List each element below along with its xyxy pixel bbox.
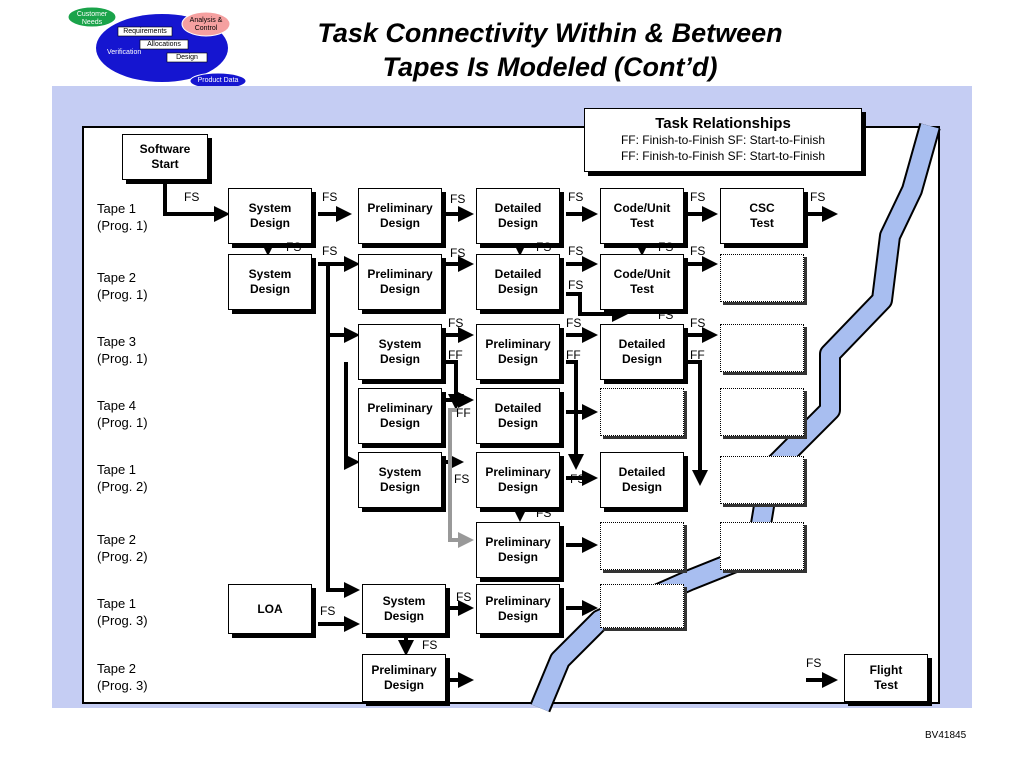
task-loa: LOA xyxy=(228,584,312,634)
logo-analysis-control: Analysis & Control xyxy=(189,17,223,32)
relation-label: FS xyxy=(536,240,552,254)
relation-label: FF xyxy=(566,348,581,362)
relation-label: FS xyxy=(658,240,674,254)
relation-label: FS xyxy=(568,244,584,258)
logo-requirements: Requirements xyxy=(123,28,167,35)
relation-label: FS xyxy=(320,604,336,618)
relation-label: FS xyxy=(806,656,822,670)
relation-label: FS xyxy=(450,246,466,260)
row-label: Tape 2(Prog. 2) xyxy=(97,532,148,564)
logo-product-data: Product Data xyxy=(197,77,239,84)
relation-label: FS xyxy=(536,506,552,520)
relation-label: FS xyxy=(570,472,586,486)
empty-task-slot xyxy=(720,388,804,436)
empty-task-slot xyxy=(720,522,804,570)
relation-label: FS xyxy=(454,472,470,486)
footer-code: BV41845 xyxy=(925,730,967,741)
relation-label: FS xyxy=(448,316,464,330)
relation-label: FS xyxy=(422,638,438,652)
legend-title: Task Relationships xyxy=(655,115,791,132)
relation-label: FF xyxy=(448,348,463,362)
row-label: Tape 3(Prog. 1) xyxy=(97,334,148,366)
relation-label: FS xyxy=(322,244,338,258)
empty-task-slot xyxy=(600,522,684,570)
task-relationships-legend: Task Relationships FF: Finish-to-Finish … xyxy=(584,108,862,172)
systems-engineering-logo xyxy=(67,6,247,90)
relation-label: FS xyxy=(286,240,302,254)
legend-line: FF: Finish-to-Finish SF: Start-to-Finish xyxy=(620,149,826,163)
logo-design: Design xyxy=(176,54,198,61)
relation-label: FS xyxy=(690,244,706,258)
relation-label: FF xyxy=(690,348,705,362)
relation-label: FS xyxy=(810,190,826,204)
relation-label: FS xyxy=(658,308,674,322)
logo-verification: Verification xyxy=(107,49,142,56)
relation-label: FS xyxy=(456,590,472,604)
logo-allocations: Allocations xyxy=(147,41,181,48)
relation-label: FS xyxy=(690,316,706,330)
row-label: Tape 1(Prog. 3) xyxy=(97,596,148,628)
empty-task-slot xyxy=(720,254,804,302)
empty-task-slot xyxy=(720,324,804,372)
row-label: Tape 1(Prog. 1) xyxy=(97,201,148,233)
page-title: Task Connectivity Within & Between Tapes… xyxy=(317,18,783,82)
logo-customer-needs: Customer Needs xyxy=(76,11,108,26)
relation-label: FF xyxy=(456,406,471,420)
empty-task-slot xyxy=(600,584,684,628)
relation-label: FS xyxy=(184,190,200,204)
relation-label: FS xyxy=(450,192,466,206)
empty-task-slot xyxy=(720,456,804,504)
relation-label: FS xyxy=(566,316,582,330)
relation-label: FS xyxy=(690,190,706,204)
empty-task-slot xyxy=(600,388,684,436)
row-label: Tape 2(Prog. 1) xyxy=(97,270,148,302)
relation-label: FS xyxy=(568,278,584,292)
relation-label: FS xyxy=(568,190,584,204)
row-label: Tape 4(Prog. 1) xyxy=(97,398,148,430)
legend-line: FF: Finish-to-Finish SF: Start-to-Finish xyxy=(620,133,826,147)
relation-label: FS xyxy=(322,190,338,204)
row-label: Tape 2(Prog. 3) xyxy=(97,661,148,693)
row-label: Tape 1(Prog. 2) xyxy=(97,462,148,494)
